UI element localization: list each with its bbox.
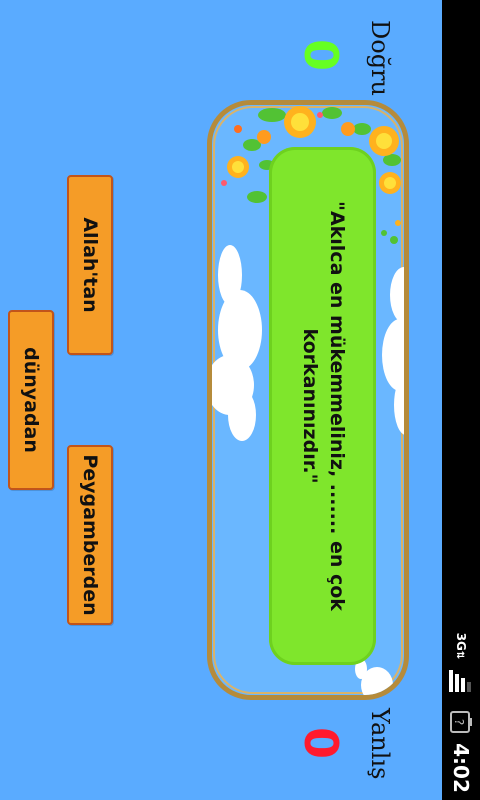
question-frame: "Akılca en mükemmeliniz, ....... en çok … [207,100,409,700]
cloud-decoration-right [382,267,404,435]
svg-text:?: ? [452,719,466,725]
correct-label: Doğru [366,20,394,96]
answer-button-dunyadan[interactable]: dünyadan [8,310,54,490]
network-3g-icon: 3G⇅ [454,632,468,660]
signal-icon [449,670,471,692]
status-bar: 3G⇅ ? 4:02 [442,0,480,800]
network-label: 3G [454,632,468,651]
battery-unknown-icon: ? [450,711,472,733]
question-line-2: korkanınızdır." [298,328,321,484]
answer-label: Allah'tan [79,217,101,313]
clock: 4:02 [449,743,473,793]
flower-decoration [221,106,401,244]
wrong-score: 0 [294,726,348,759]
question-line-1: "Akılca en mükemmeliniz, ....... en çok [325,201,348,611]
answer-label: Peygamberden [79,454,101,616]
correct-score: 0 [294,38,348,71]
answer-button-peygamberden[interactable]: Peygamberden [67,445,113,625]
cloud-decoration-left [212,245,262,441]
answer-label: dünyadan [20,347,42,453]
cloud-decoration-bottom [355,659,393,695]
question-box: "Akılca en mükemmeliniz, ....... en çok … [269,147,376,665]
wrong-label: Yanlış [366,708,394,780]
answer-button-allahtan[interactable]: Allah'tan [67,175,113,355]
question-text: "Akılca en mükemmeliniz, ....... en çok … [296,166,350,646]
quiz-screen: Doğru 0 Yanlış 0 [0,0,442,800]
